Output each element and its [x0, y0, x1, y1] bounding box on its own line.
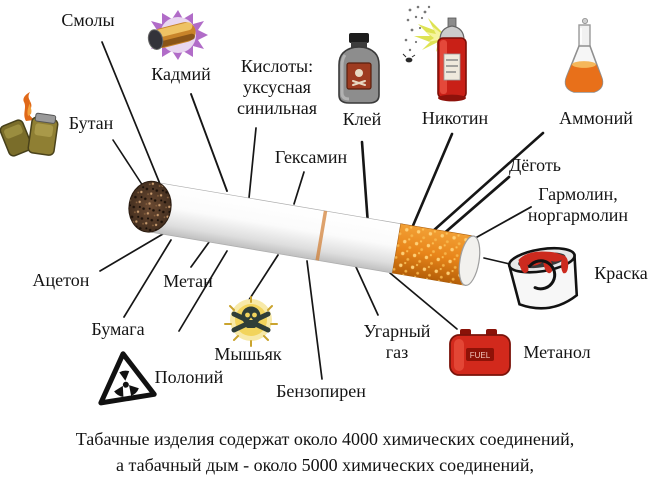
- pointer-line-smoly: [101, 41, 161, 185]
- skull-crossbones-icon: [224, 296, 278, 347]
- pointer-line-garmolin: [469, 206, 532, 242]
- label-kisloty: Кислоты: уксусная синильная: [237, 56, 317, 119]
- label-butan: Бутан: [68, 113, 114, 133]
- pointer-line-ammoniy: [431, 131, 545, 233]
- pointer-line-dyogot: [439, 175, 511, 238]
- pointer-line-butan: [112, 139, 144, 187]
- fuel-can-label: FUEL: [470, 351, 491, 360]
- pointer-line-poloniy: [178, 250, 228, 332]
- label-kley: Клей: [342, 109, 382, 129]
- label-smoly: Смолы: [61, 10, 115, 30]
- pointer-line-kley: [360, 140, 370, 227]
- pointer-line-kisloty: [248, 127, 257, 199]
- label-nikotin: Никотин: [421, 108, 489, 128]
- pointer-line-myshyak: [246, 254, 279, 304]
- radiation-warning-icon: [98, 351, 157, 406]
- cigarette-end-cap: [458, 235, 481, 287]
- cigarette-ring: [315, 210, 328, 261]
- glue-bottle-icon: [338, 33, 380, 104]
- label-myshyak: Мышьяк: [214, 344, 282, 364]
- pointer-line-metanol: [389, 272, 458, 330]
- pointer-line-bumaga: [123, 239, 172, 318]
- footer-line-2: а табачный дым - около 5000 химических с…: [116, 455, 534, 475]
- pointer-lines: [99, 41, 545, 380]
- label-metan: Метан: [163, 271, 213, 291]
- label-atseton: Ацетон: [32, 270, 90, 290]
- battery-icon: [147, 10, 208, 60]
- label-poloniy: Полоний: [154, 367, 224, 387]
- label-kraska: Краска: [594, 263, 648, 283]
- footer-line-1: Табачные изделия содержат около 4000 хим…: [75, 429, 575, 449]
- pointer-line-atseton: [99, 230, 169, 272]
- cigarette-filter: [392, 223, 475, 286]
- label-garmolin: Гармолин, норгармолин: [527, 184, 629, 226]
- label-dyogot: Дёготь: [508, 155, 562, 175]
- paint-can-icon: [507, 246, 579, 310]
- label-bumaga: Бумага: [91, 319, 145, 339]
- spray-can-icon: [402, 5, 467, 102]
- label-kadmiy: Кадмий: [151, 64, 211, 84]
- pointer-line-nikotin: [410, 132, 454, 230]
- flask-icon: [564, 18, 604, 93]
- fuel-can-icon: FUEL: [449, 329, 511, 376]
- lighter-icon: [0, 92, 59, 157]
- label-ammoniy: Аммоний: [559, 108, 633, 128]
- label-metanol: Метанол: [523, 342, 591, 362]
- pointer-line-benzopiren: [306, 260, 323, 380]
- pointer-line-kadmiy: [190, 93, 228, 192]
- label-benzopiren: Бензопирен: [276, 381, 366, 401]
- pointer-line-geksamin: [293, 171, 305, 205]
- label-geksamin: Гексамин: [274, 147, 348, 167]
- cigarette: [128, 180, 481, 287]
- label-ugarny-gaz: Угарный газ: [363, 321, 431, 363]
- fly-icon: [402, 53, 416, 63]
- pointer-line-ugarny: [355, 266, 379, 316]
- pointer-line-metan: [190, 237, 213, 268]
- cigarette-burning-tip: [128, 180, 172, 233]
